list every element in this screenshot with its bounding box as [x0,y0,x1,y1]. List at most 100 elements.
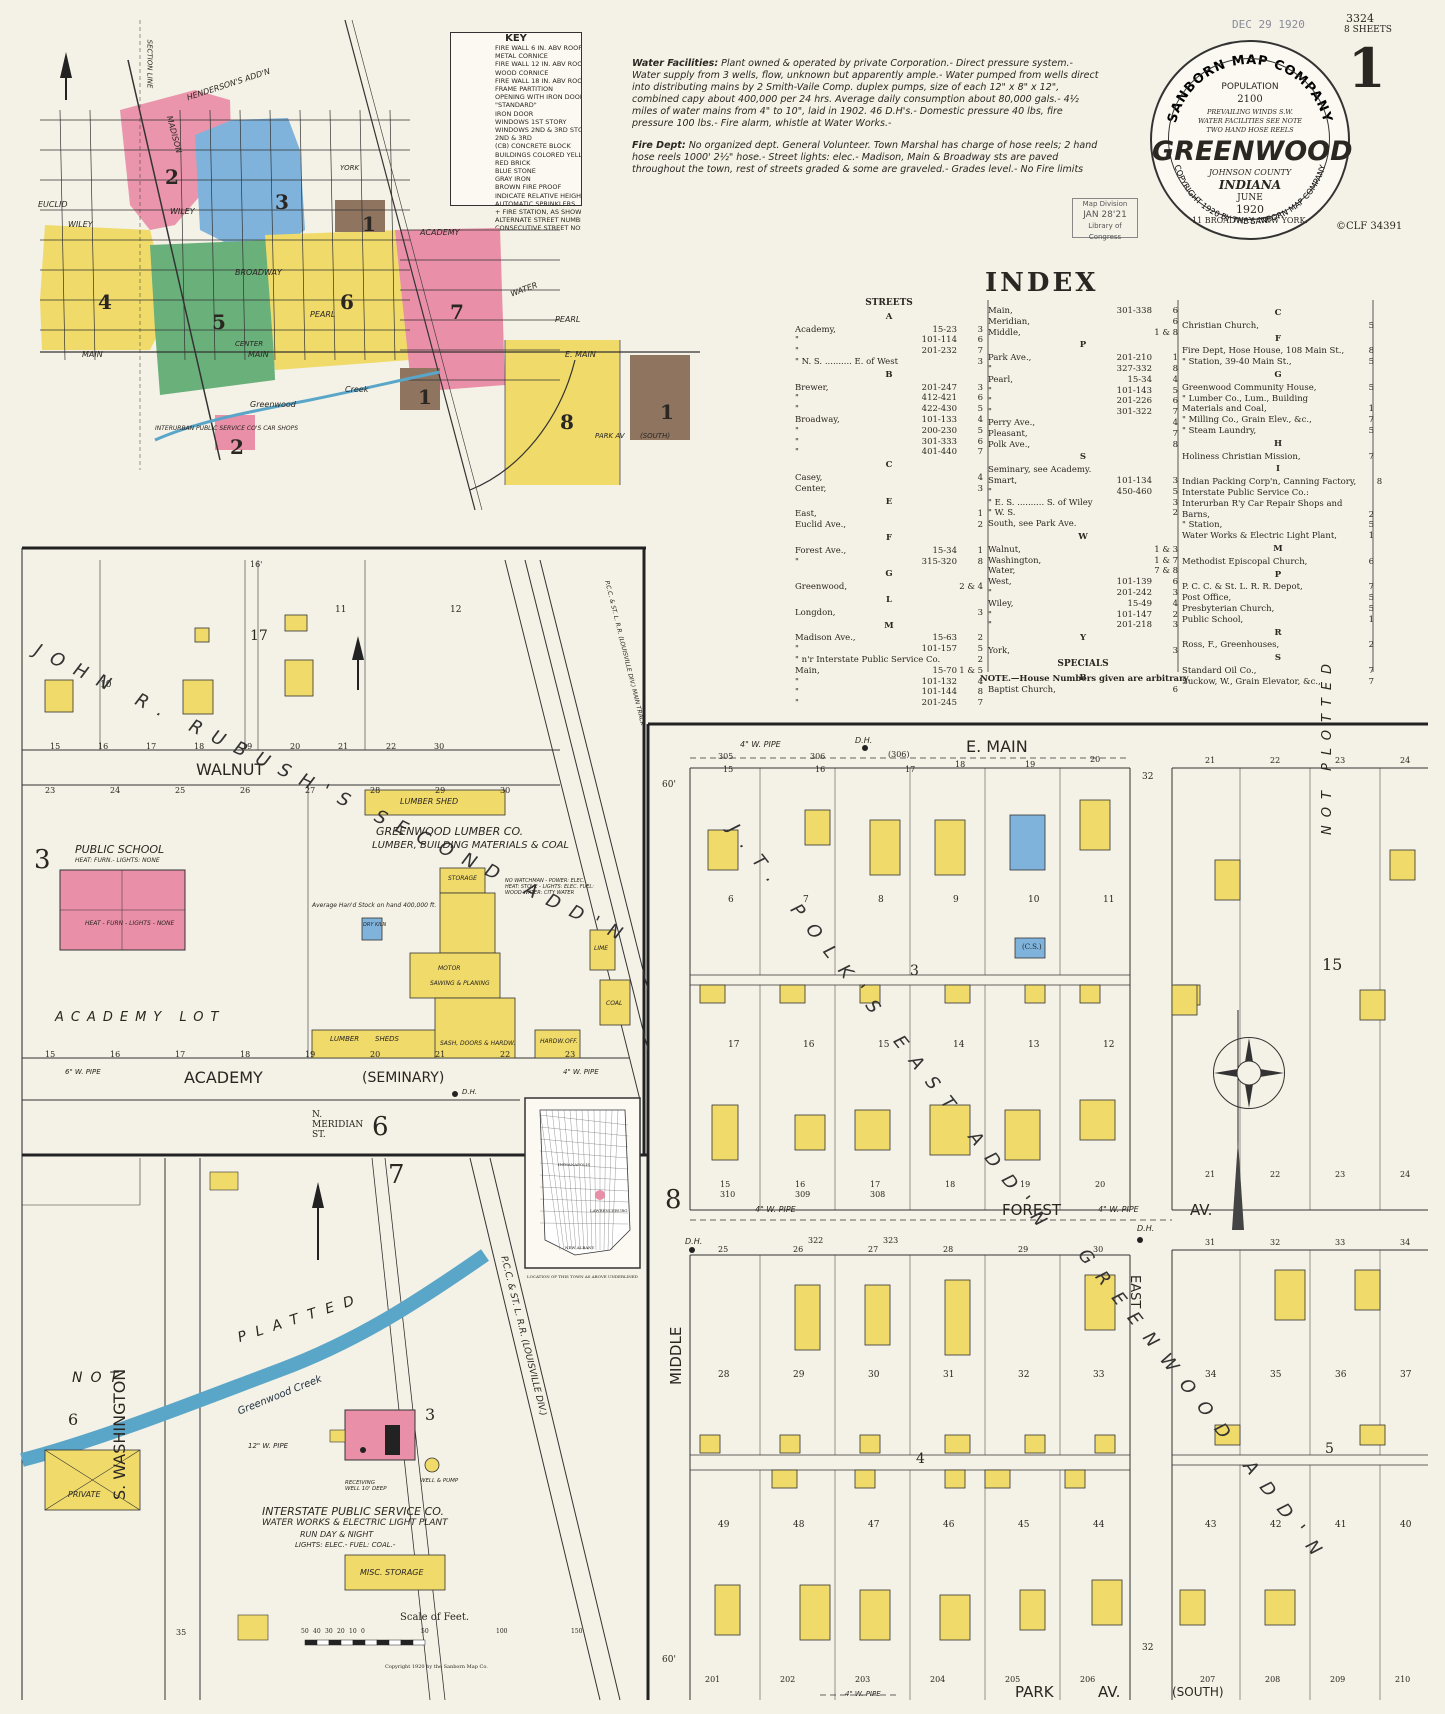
side-32-label: 32 [1142,772,1154,782]
index-entry-refs: 5 [1348,357,1374,368]
sheds-label: SHEDS [375,1035,399,1043]
hydrant-icon [862,745,868,751]
map-number: 27 [868,1245,879,1254]
sanborn-seal: SANBORN MAP COMPANY COPYRIGHT 1920 BY TH… [1150,40,1353,240]
index-entry-sheet: 8 [977,556,983,567]
key-row: WOOD CORNICE [495,68,549,77]
index-entry-sheet: 7 [977,346,983,357]
map-number: 7 [803,895,809,905]
concrete-block-building [1014,937,1046,959]
index-entry-name: " [795,556,799,567]
index-entry: Perry Ave.,4 [988,418,1178,429]
map-number: 13 [1028,1040,1040,1050]
scale-bar-segment [388,1639,402,1646]
index-entry-sheet: 6 [1172,577,1178,588]
index-entry-sheet: 4 [1172,374,1178,385]
index-entry-name: " Milling Co., Grain Elev., &c., [1182,415,1312,426]
index-entry-sheet: 5 [1368,425,1374,436]
key-row: FIRE WALL 6 IN. ABV ROOF [495,44,581,52]
off-label: OFF. [565,1038,578,1045]
receiving-well-label: RECEIVING WELL 10' DEEP [345,1480,387,1492]
index-entry: Greenwood,2 & 4 [795,582,983,593]
index-entry-name: " [795,698,799,709]
pipe-park-label: 4" W. PIPE [845,1690,881,1698]
n-meridian-label: N. MERIDIAN ST. [312,1110,364,1140]
scale-bar-segment [340,1639,354,1646]
sheet-area-5 [150,240,275,395]
dwelling [1019,1589,1046,1631]
map-number: 17 [250,628,268,644]
index-entry-refs: 5 [1348,321,1374,332]
dwelling [1091,1579,1123,1626]
map-number: 30 [1093,1245,1104,1254]
index-entry-name: Ross, F., Greenhouses, [1182,640,1280,651]
index-entry-refs: 1 & 7 [1152,556,1178,567]
map-number: 14 [953,1040,965,1050]
index-entry-sheet: 1 [1368,531,1374,542]
panel-walnut-academy [22,559,649,1269]
index-entry-range: 15-34 [932,545,957,556]
keymap-broadway-label: BROADWAY [235,268,282,277]
map-number: 45 [1018,1520,1030,1530]
index-entry: " Milling Co., Grain Elev., &c.,7 [1182,415,1374,426]
index-entry: Public School,1 [1182,615,1374,626]
index-entry-refs: 6 [1152,685,1178,696]
index-entry-range: 315-320 [921,556,957,567]
index-letter-heading: L [886,594,892,605]
index-letter-heading: E [885,496,893,507]
index-entry-name: " Steam Laundry, [1182,425,1257,436]
inset-caption: LOCATION OF THIS TOWN AS ABOVE UNDERLINE… [527,1274,638,1279]
index-entry: Meridian,6 [988,317,1178,328]
outbuilding [329,1429,346,1443]
map-number: 3 [275,190,289,214]
index-entry-name: " [795,346,799,357]
not-platted-left: NOT [72,1370,127,1386]
map-number: 100 [496,1628,508,1635]
map-number: 16' [250,560,263,569]
map-number: 17 [175,1050,186,1059]
seal-population-label: POPULATION [1221,82,1279,92]
town-location-marker [595,1190,605,1200]
lumber-shed-label: LUMBER SHED [400,797,459,806]
index-entry-name: Post Office, [1182,593,1232,604]
index-entry-refs: 2 [1152,508,1178,519]
index-entry-name: Greenwood, [795,582,848,593]
scale-bar-segment [400,1639,414,1646]
index-entry: Water,7 & 8 [988,566,1178,577]
keymap-park-label: PARK AV [595,432,625,440]
index-entry-refs: 1 [1348,531,1374,542]
map-number: 150 [571,1628,583,1635]
index-entry-name: Interstate Public Service Co.: [1182,487,1309,498]
index-entry: Center,3 [795,484,983,495]
map-number: 204 [930,1675,946,1684]
index-entry: Ross, F., Greenhouses,2 [1182,640,1374,651]
index-entry-sheet: 7 [1172,407,1178,418]
map-number: 16 [98,742,109,751]
index-entry-sheet: 5 [1368,320,1374,331]
park-street-label: PARK [1015,1683,1054,1701]
panel-water-works [20,1157,621,1701]
street-line [209,109,216,361]
map-number: 306 [810,752,826,761]
index-entry-sheet: 8 [1172,363,1178,374]
map-number: 12 [450,605,462,615]
inset-rail-lines [539,1109,629,1251]
inset-line [563,1109,577,1251]
inset-line [539,1222,629,1225]
index-entry-sheet: 5 [1368,520,1374,531]
key-map-grid [40,109,621,485]
index-entry-name: Seminary, see Academy. [988,465,1092,476]
map-number: 37 [1400,1370,1412,1380]
index-entry-refs: 7 [1348,666,1374,677]
index-entry-name: South, see Park Ave. [988,519,1077,530]
map-number: 15 [723,765,734,774]
